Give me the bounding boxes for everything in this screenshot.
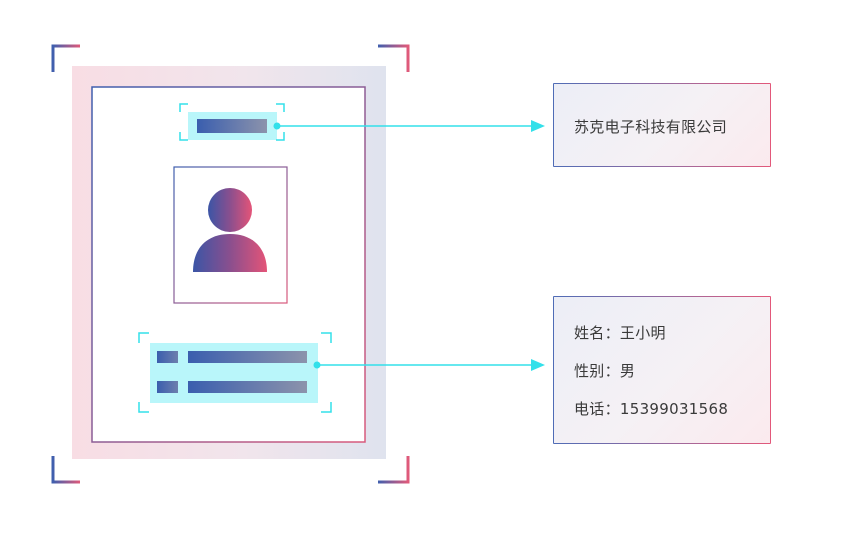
company-field-bar — [197, 119, 267, 133]
phone-value: 15399031568 — [619, 400, 729, 418]
id-card — [72, 66, 386, 459]
scan-corner-bottom-left — [51, 456, 80, 484]
phone-label: 电话： — [574, 400, 620, 418]
company-field-highlight — [179, 103, 285, 141]
gender-value: 男 — [619, 362, 636, 380]
name-value: 王小明 — [619, 324, 666, 342]
arrow-right-icon — [531, 359, 545, 371]
arrow-right-icon — [531, 120, 545, 132]
scan-corner-top-left — [51, 44, 80, 72]
company-result-card: 苏克电子科技有限公司 — [553, 83, 771, 167]
phone-row: 电话：15399031568 — [574, 398, 728, 419]
gender-label: 性别： — [574, 362, 620, 380]
person-avatar-icon — [193, 188, 267, 272]
info-fields-highlight — [138, 332, 332, 413]
gender-row: 性别：男 — [574, 360, 635, 381]
connector-person — [313, 359, 545, 371]
company-name: 苏克电子科技有限公司 — [574, 118, 728, 136]
scan-frame-corners — [51, 44, 410, 484]
photo-box — [173, 166, 288, 304]
scan-corner-bottom-right — [378, 456, 410, 484]
info-value-bar-2 — [188, 381, 307, 393]
info-label-bar-1 — [157, 351, 178, 363]
person-result-card: 姓名：王小明 性别：男 电话：15399031568 — [553, 296, 771, 444]
name-row: 姓名：王小明 — [574, 322, 666, 343]
info-label-bar-2 — [157, 381, 178, 393]
connector-company — [273, 120, 545, 132]
name-label: 姓名： — [574, 324, 620, 342]
info-value-bar-1 — [188, 351, 307, 363]
scan-corner-top-right — [378, 44, 410, 72]
